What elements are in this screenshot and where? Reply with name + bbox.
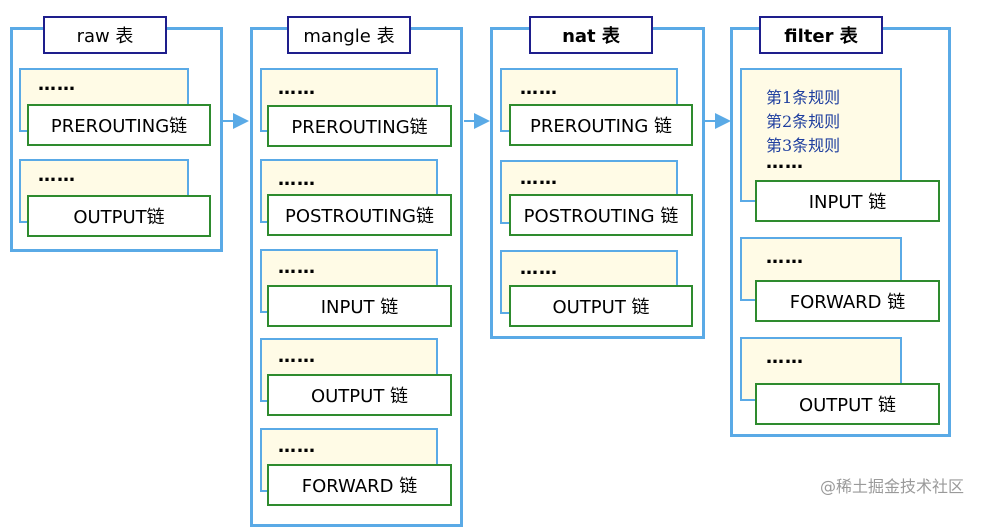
chain-box-raw-prerouting: PREROUTING链 (27, 104, 211, 146)
chain-dots: …… (766, 347, 804, 368)
chain-dots: …… (38, 165, 76, 186)
rule-line: 第3条规则 (766, 136, 841, 155)
chain-box-mangle-postrouting: POSTROUTING链 (267, 194, 452, 236)
chain-dots: …… (278, 257, 316, 278)
chain-dots: …… (38, 74, 76, 95)
table-label-mangle: mangle 表 (287, 16, 411, 54)
table-label-filter: filter 表 (759, 16, 883, 54)
chain-dots: …… (766, 152, 804, 173)
rules-card (740, 68, 902, 202)
watermark: @稀土掘金技术社区 (819, 477, 964, 496)
rule-line: 第2条规则 (766, 112, 841, 131)
chain-box-filter-forward: FORWARD 链 (755, 280, 940, 322)
rule-line: 第1条规则 (766, 88, 841, 107)
chain-dots: …… (278, 78, 316, 99)
chain-dots: …… (520, 78, 558, 99)
chain-box-mangle-output: OUTPUT 链 (267, 374, 452, 416)
chain-box-filter-output: OUTPUT 链 (755, 383, 940, 425)
chain-box-nat-output: OUTPUT 链 (509, 285, 693, 327)
chain-dots: …… (278, 346, 316, 367)
chain-dots: …… (766, 247, 804, 268)
table-label-nat: nat 表 (529, 16, 653, 54)
flow-arrows (223, 113, 731, 129)
chain-box-mangle-forward: FORWARD 链 (267, 464, 452, 506)
chain-box-filter-input: INPUT 链 (755, 180, 940, 222)
chain-box-nat-postrouting: POSTROUTING 链 (509, 194, 693, 236)
chain-dots: …… (278, 169, 316, 190)
chain-box-nat-prerouting: PREROUTING 链 (509, 104, 693, 146)
chain-dots: …… (278, 436, 316, 457)
chain-box-mangle-input: INPUT 链 (267, 285, 452, 327)
chain-box-raw-output: OUTPUT链 (27, 195, 211, 237)
chain-dots: …… (520, 168, 558, 189)
chain-dots: …… (520, 258, 558, 279)
chain-box-mangle-prerouting: PREROUTING链 (267, 105, 452, 147)
table-label-raw: raw 表 (43, 16, 167, 54)
